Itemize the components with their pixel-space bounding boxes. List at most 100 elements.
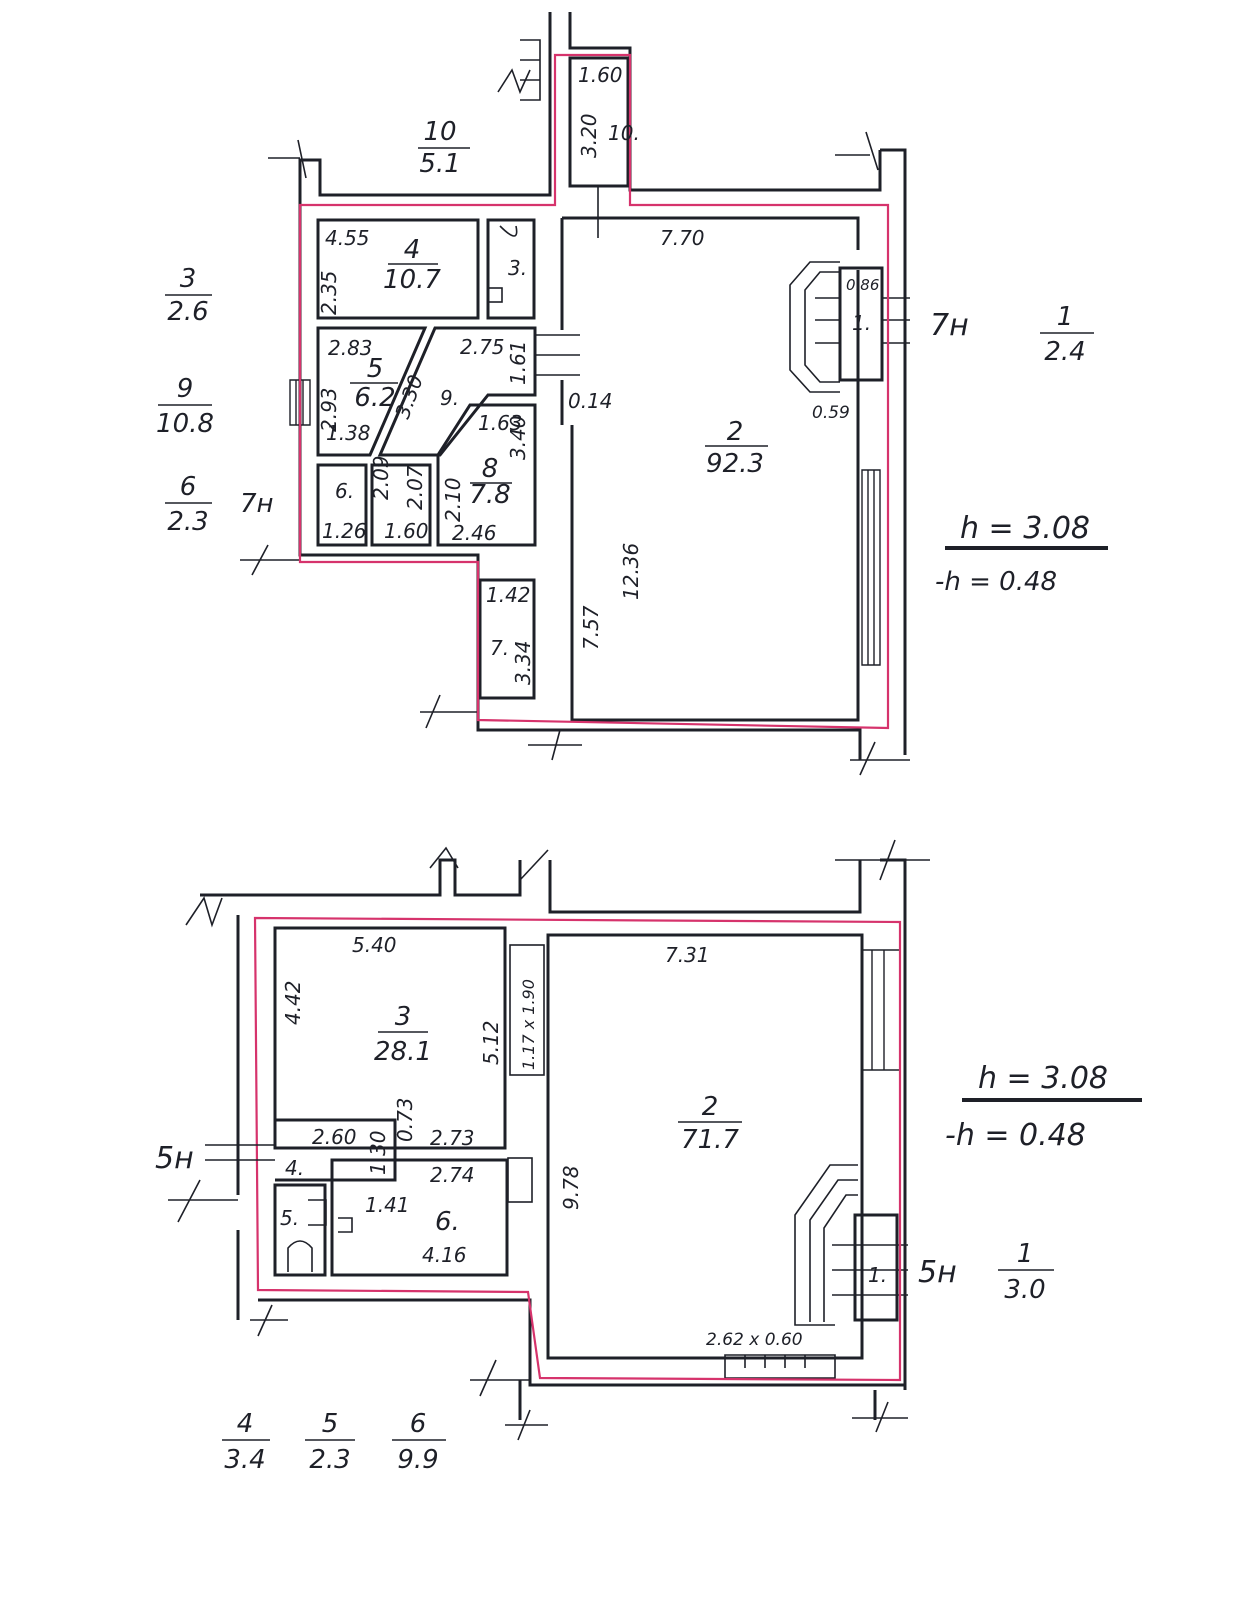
ext-4-area: 3.4 — [224, 1445, 265, 1475]
room-10-outline — [568, 56, 630, 188]
dim-label: 12.36 — [619, 543, 643, 600]
room-1-label: 1. — [852, 311, 871, 335]
dim-label: 2.35 — [317, 270, 341, 315]
room-6-bottom-outline — [330, 1158, 509, 1277]
toilet-icon — [287, 1240, 313, 1272]
top-step-ticks — [815, 297, 910, 344]
dim-label: 2.10 — [441, 477, 465, 522]
room-3-num: 3 — [395, 1002, 412, 1032]
dim-label: 1.41 — [365, 1193, 410, 1217]
room-2-area: 71.7 — [681, 1125, 739, 1155]
break-mark — [505, 1409, 548, 1441]
room-9-outline — [377, 326, 537, 457]
break-mark — [420, 694, 478, 729]
dim-label: 2.74 — [430, 1163, 475, 1187]
bottom-floor-plan: 3 28.1 2 71.7 5н 5н 1 3.0 4 3.4 5 2.3 6 … — [155, 839, 1142, 1475]
room-6-label: 6. — [435, 1207, 460, 1237]
dim-label: 1.38 — [326, 421, 371, 445]
break-mark — [470, 1359, 530, 1397]
height-note: h = 3.08 — [960, 511, 1090, 546]
room-3-outline — [273, 926, 507, 1150]
ext-3-num: 3 — [180, 264, 197, 294]
room-7h-outline — [370, 463, 432, 547]
ext-9-area: 10.8 — [156, 409, 214, 439]
top-east-window — [861, 469, 881, 666]
niche-outline — [507, 1157, 533, 1203]
dim-label: 2.73 — [430, 1126, 475, 1150]
dim-label: 3.20 — [577, 113, 601, 158]
dim-label: 1.61 — [506, 340, 530, 385]
break-mark — [240, 544, 300, 576]
bottom-labels: 3 28.1 2 71.7 5н 5н 1 3.0 4 3.4 5 2.3 6 … — [155, 933, 1142, 1475]
room-5-bottom-outline — [273, 1183, 327, 1277]
bottom-outer-wall — [200, 858, 907, 1390]
top-outer-wall-east — [568, 12, 882, 192]
ext-5-area: 2.3 — [309, 1445, 350, 1475]
depth-note: -h = 0.48 — [935, 567, 1057, 597]
room-1-outline — [838, 266, 884, 382]
ext-4-num: 4 — [237, 1409, 254, 1439]
room-4-num: 4 — [404, 235, 421, 265]
break-mark — [429, 846, 459, 869]
ext-10-num: 10 — [423, 117, 456, 147]
dim-label: 4.42 — [281, 980, 305, 1025]
dim-label: 3.34 — [511, 640, 535, 685]
room-4-area: 10.7 — [383, 265, 441, 295]
dim-label: 2.46 — [452, 521, 497, 545]
dim-label: 4.55 — [325, 226, 370, 250]
dim-label: 1.30 — [366, 1130, 390, 1175]
room-1-label: 1. — [868, 1263, 887, 1287]
dim-label: 7.70 — [660, 226, 705, 250]
top-boundary-line — [298, 53, 890, 730]
break-mark — [835, 839, 930, 881]
break-mark — [852, 1401, 908, 1433]
room-1-bottom-outline — [853, 1213, 899, 1322]
dim-label: 0.86 — [846, 276, 879, 294]
ext-3-area: 2.6 — [167, 297, 208, 327]
west-entry-label: 7н — [240, 489, 274, 519]
dim-label: 4.16 — [422, 1243, 467, 1267]
break-mark — [519, 849, 549, 881]
top-stair-stub — [520, 39, 541, 101]
ext-1-num: 1 — [1057, 302, 1074, 332]
dim-label: 2.07 — [403, 465, 427, 510]
bottom-south-wall — [258, 1298, 905, 1420]
depth-note: -h = 0.48 — [945, 1118, 1086, 1153]
top-stair — [789, 261, 840, 393]
break-mark — [850, 741, 910, 776]
dim-label: 5.40 — [352, 933, 397, 957]
dim-label: 7.57 — [579, 605, 603, 650]
dim-label: 1.17 x 1.90 — [519, 979, 538, 1070]
room-6-outline — [316, 463, 368, 547]
break-mark — [268, 139, 307, 179]
room-8-area: 7.8 — [469, 480, 510, 510]
dim-label: 9.78 — [559, 1165, 583, 1210]
sink-icon — [308, 1199, 353, 1233]
dim-label: 5.12 — [479, 1020, 503, 1065]
break-mark — [835, 131, 879, 171]
break-mark — [250, 1304, 288, 1337]
bottom-boundary-line — [253, 916, 902, 1382]
dim-label: 0.14 — [568, 389, 613, 413]
dim-label: 1.60 — [384, 519, 429, 543]
break-mark — [497, 68, 531, 95]
room-5-area: 6.2 — [354, 383, 395, 413]
top-labels: 10 5.1 3 2.6 9 10.8 6 2.3 1 2.4 7н 7н 2 … — [156, 63, 1108, 685]
sink-icon — [487, 287, 503, 303]
ext-9-num: 9 — [177, 374, 194, 404]
dim-label: 1.60 — [578, 63, 623, 87]
room-2-num: 2 — [727, 417, 744, 447]
break-mark — [528, 729, 582, 761]
dim-label: 2.83 — [328, 336, 373, 360]
bottom-step-front — [724, 1354, 836, 1379]
room-6-label: 6. — [335, 479, 354, 503]
ext-5-num: 5 — [322, 1409, 339, 1439]
room-2-area: 92.3 — [706, 449, 764, 479]
dim-label: 2.75 — [460, 335, 505, 359]
room-7-outline — [478, 578, 536, 700]
top-east-wall — [880, 148, 907, 755]
room-8-num: 8 — [482, 454, 499, 484]
room-5-num: 5 — [367, 354, 384, 384]
ext-1-area: 2.4 — [1044, 337, 1085, 367]
